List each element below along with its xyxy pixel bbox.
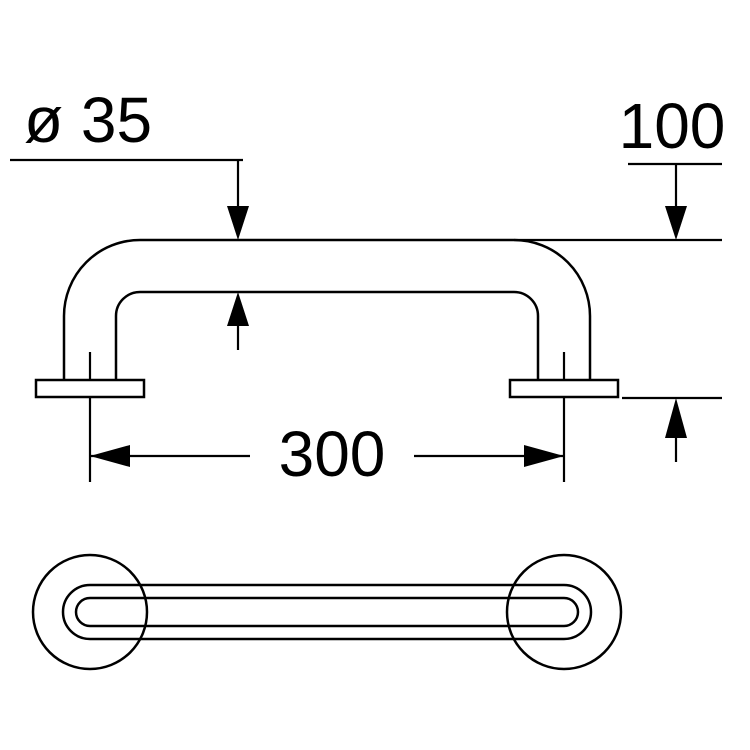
- wall-offset-arrow-down: [665, 206, 687, 240]
- length-arrow-left: [90, 445, 130, 467]
- dimension-length: 300: [88, 352, 566, 490]
- tube-outer-contour: [62, 238, 592, 380]
- diameter-arrow-up: [227, 292, 249, 326]
- diameter-label: ø 35: [24, 84, 152, 156]
- length-label: 300: [279, 418, 386, 490]
- tube-inner-contour: [114, 290, 540, 380]
- diameter-arrow-down: [227, 206, 249, 240]
- dimension-wall-offset: 100: [514, 90, 725, 462]
- bar-inner-silhouette: [74, 596, 580, 628]
- plan-view: [31, 553, 623, 671]
- length-arrow-right: [524, 445, 564, 467]
- wall-offset-arrow-up: [665, 398, 687, 438]
- bar-outer-silhouette: [61, 583, 593, 641]
- left-flange-plate-circle: [31, 553, 149, 671]
- right-flange: [508, 378, 620, 399]
- left-flange: [34, 378, 146, 399]
- dimension-diameter: ø 35: [10, 84, 249, 350]
- right-flange-plate-circle: [505, 553, 623, 671]
- front-view: [34, 238, 620, 399]
- wall-offset-label: 100: [619, 90, 726, 162]
